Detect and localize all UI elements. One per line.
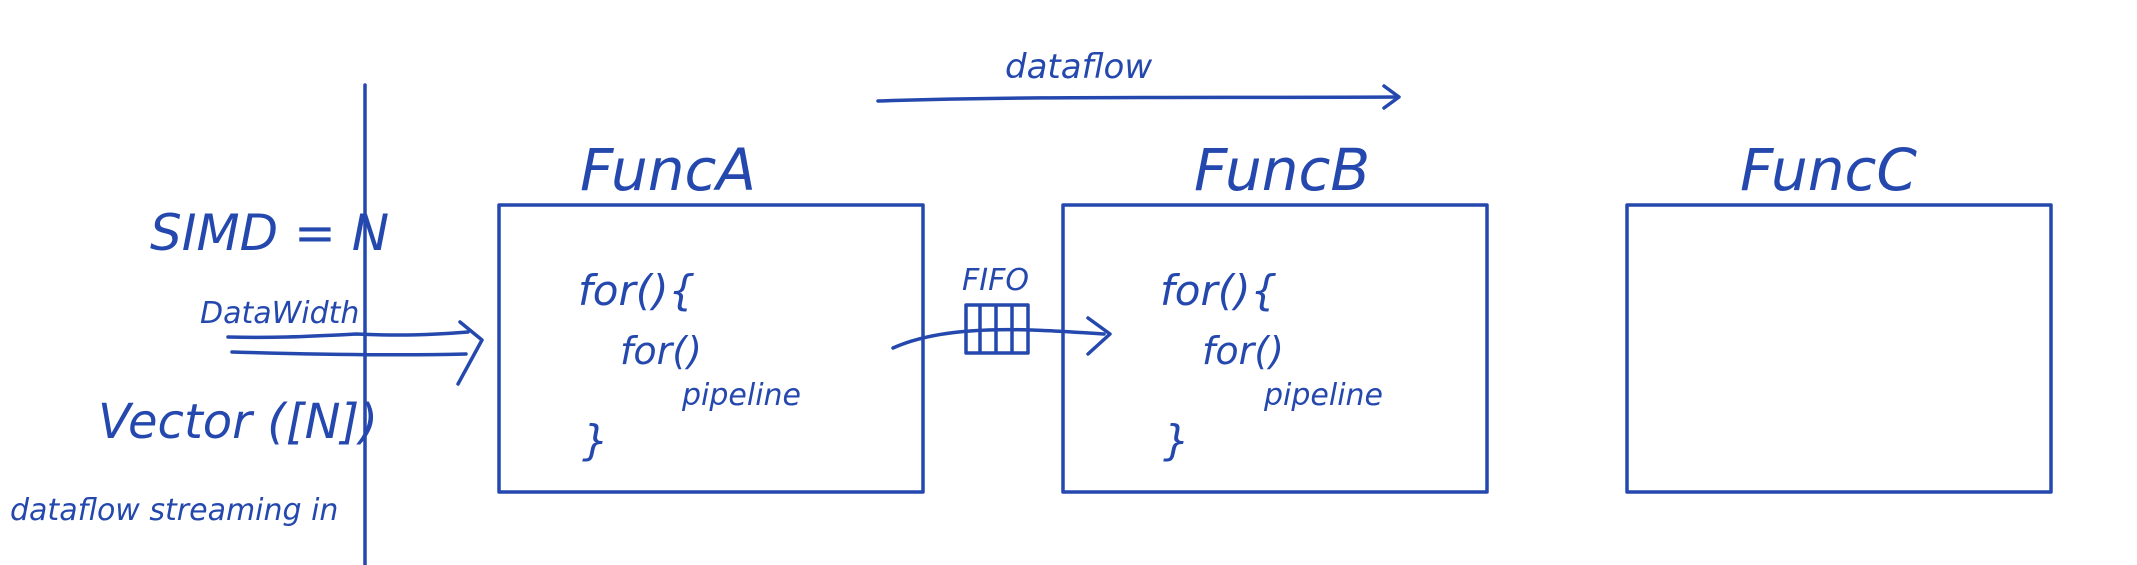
func-c-box xyxy=(1625,203,2053,494)
top-dataflow-label: dataflow xyxy=(1005,47,1152,87)
simd-label: SIMD = N xyxy=(150,204,389,262)
top-dataflow-arrowhead-icon xyxy=(1382,84,1401,110)
func-a-box xyxy=(497,203,925,494)
func-a-outer-loop: for(){ xyxy=(578,266,695,315)
data-width-underline xyxy=(226,330,470,340)
vector-label: Vector ([N]) xyxy=(98,394,378,450)
func-b-inner-loop: for() xyxy=(1202,329,1284,373)
fifo-label: FIFO xyxy=(962,263,1029,298)
func-b-box xyxy=(1061,203,1489,494)
input-stream-line xyxy=(230,350,468,357)
func-a-pipeline: pipeline xyxy=(681,378,801,413)
input-stream-arrowhead-icon xyxy=(456,320,484,386)
func-a-closing-brace: } xyxy=(582,416,609,465)
func-c-title: FuncC xyxy=(1740,136,1917,204)
top-dataflow-arrow xyxy=(876,95,1400,103)
fifo-arrowhead-icon xyxy=(1086,316,1112,356)
func-b-outer-loop: for(){ xyxy=(1160,266,1277,315)
data-width-label: DataWidth xyxy=(200,296,359,331)
func-b-pipeline: pipeline xyxy=(1263,378,1383,413)
func-a-inner-loop: for() xyxy=(620,329,702,373)
func-b-closing-brace: } xyxy=(1163,416,1190,465)
func-a-title: FuncA xyxy=(580,136,756,204)
func-b-title: FuncB xyxy=(1194,136,1370,204)
streaming-label: dataflow streaming in xyxy=(10,493,338,528)
